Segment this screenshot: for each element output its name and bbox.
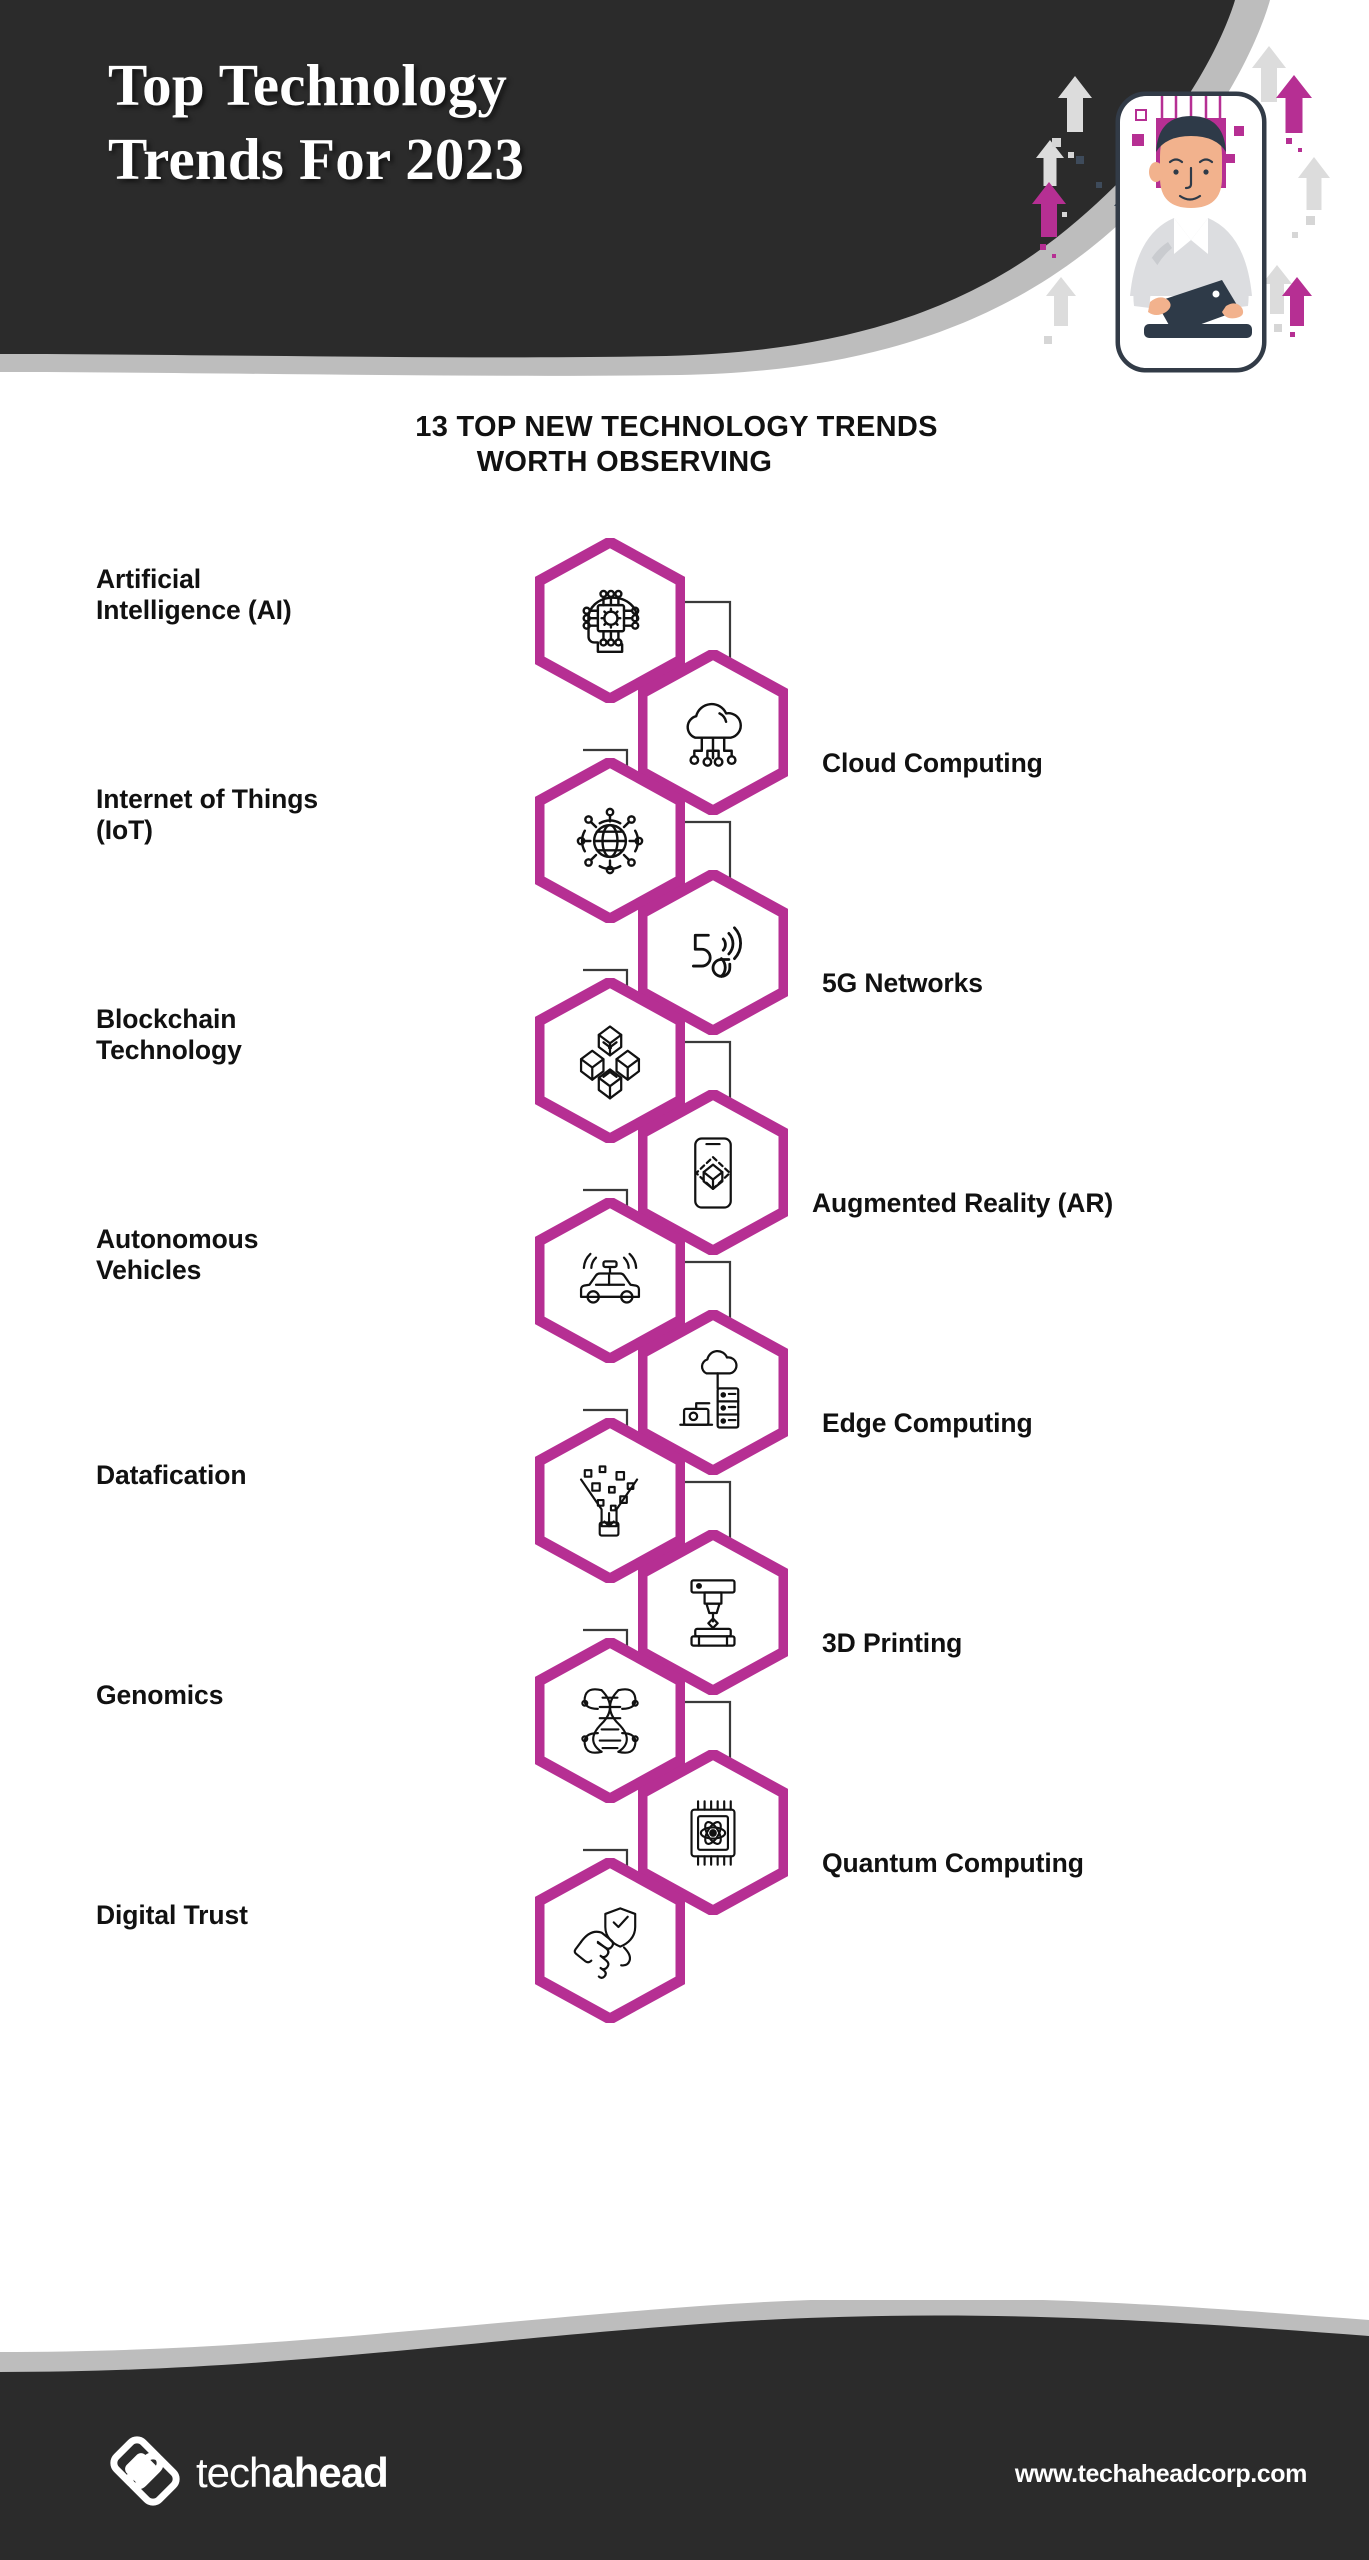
page-title: Top Technology Trends For 2023 — [108, 48, 728, 197]
datafication-funnel-icon — [568, 1456, 652, 1546]
trend-label-1-l2: Intelligence (AI) — [96, 595, 292, 626]
trend-label-2: Cloud Computing — [822, 748, 1043, 778]
trend-chain: Artificial Intelligence (AI) — [0, 520, 1369, 2280]
trend-node-6[interactable] — [638, 1090, 788, 1255]
trend-node-1[interactable] — [535, 538, 685, 703]
augmented-reality-phone-icon — [671, 1128, 755, 1218]
trend-node-10[interactable] — [638, 1530, 788, 1695]
footer-band: techahead www.techaheadcorp.com — [0, 2300, 1369, 2560]
page-title-line-2: Trends For 2023 — [108, 126, 525, 193]
trend-node-12[interactable] — [638, 1750, 788, 1915]
trend-node-3[interactable] — [535, 758, 685, 923]
page-title-line-1: Top Technology — [108, 52, 508, 118]
header-band: Top Technology Trends For 2023 — [0, 0, 1369, 380]
techahead-diamond-logo — [108, 2434, 182, 2508]
trend-node-4[interactable] — [638, 870, 788, 1035]
footer-url[interactable]: www.techaheadcorp.com — [1014, 2460, 1308, 2488]
trend-label-3-l2: (IoT) — [96, 815, 153, 846]
trend-label-11: Genomics — [96, 1680, 224, 1710]
ai-chip-head-icon — [568, 576, 652, 666]
section-heading: 13 TOP NEW TECHNOLOGY TRENDS WORTH OBSER… — [0, 410, 1369, 481]
trend-node-5[interactable] — [535, 978, 685, 1143]
blockchain-blocks-icon — [568, 1016, 652, 1106]
trend-label-7-l1: Autonomous — [96, 1224, 259, 1254]
trend-node-9[interactable] — [535, 1418, 685, 1583]
trend-label-5: Blockchain Technology — [96, 1004, 476, 1067]
trend-label-9: Datafication — [96, 1460, 247, 1490]
trend-label-1-l1: Artificial — [96, 564, 202, 594]
trend-node-8[interactable] — [638, 1310, 788, 1475]
trend-label-6: Augmented Reality (AR) — [812, 1188, 1114, 1218]
trend-label-13: Digital Trust — [96, 1900, 248, 1930]
5g-signal-icon — [671, 908, 755, 998]
cloud-computing-icon — [671, 688, 755, 778]
footer-curve-shape — [0, 2300, 1369, 2560]
quantum-chip-icon — [671, 1788, 755, 1878]
trend-label-5-l2: Technology — [96, 1035, 242, 1066]
digital-trust-handshake-icon — [568, 1896, 652, 1986]
trend-label-4: 5G Networks — [822, 968, 983, 998]
trend-label-1: Artificial Intelligence (AI) — [96, 564, 476, 627]
trend-node-7[interactable] — [535, 1198, 685, 1363]
trend-label-8: Edge Computing — [822, 1408, 1033, 1438]
edge-computing-server-icon — [671, 1348, 755, 1438]
trend-label-3-l1: Internet of Things — [96, 784, 318, 814]
footer-wordmark: techahead — [196, 2449, 389, 2497]
header-curve-shape — [0, 0, 1270, 376]
trend-label-5-l1: Blockchain — [96, 1004, 237, 1034]
3d-printer-icon — [671, 1568, 755, 1658]
trend-label-7-l2: Vehicles — [96, 1255, 202, 1286]
wordmark-ahead: ahead — [271, 2449, 388, 2496]
dna-genomics-icon — [568, 1676, 652, 1766]
trend-label-10: 3D Printing — [822, 1628, 963, 1658]
trend-node-11[interactable] — [535, 1638, 685, 1803]
trend-label-12: Quantum Computing — [822, 1848, 1084, 1878]
autonomous-car-icon — [568, 1236, 652, 1326]
man-with-tablet-growth-arrows-illustration — [1010, 6, 1365, 380]
trend-node-2[interactable] — [638, 650, 788, 815]
iot-globe-gear-icon — [568, 796, 652, 886]
trend-node-13[interactable] — [535, 1858, 685, 2023]
trend-label-3: Internet of Things (IoT) — [96, 784, 496, 847]
wordmark-tech: tech — [196, 2449, 272, 2496]
trend-label-7: Autonomous Vehicles — [96, 1224, 476, 1287]
section-heading-line-1: 13 TOP NEW TECHNOLOGY TRENDS — [415, 411, 938, 443]
section-heading-line-2: WORTH OBSERVING — [476, 446, 773, 479]
